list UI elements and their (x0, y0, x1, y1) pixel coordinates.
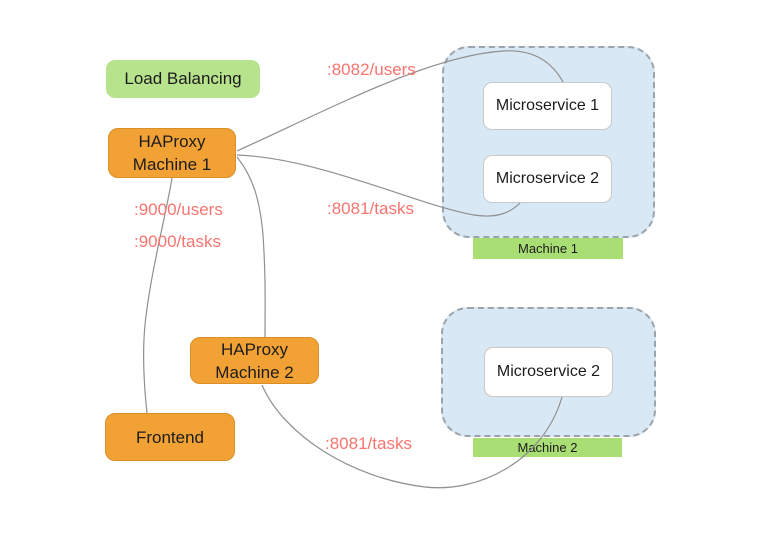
edge-label-8081-tasks-bottom: :8081/tasks (325, 434, 412, 453)
machine-2-name: Machine 2 (517, 440, 578, 455)
machine-1-label-bar: Machine 1 (473, 238, 623, 259)
edge-label-8082-users: :8082/users (327, 60, 416, 79)
edge-label-9000-tasks: :9000/tasks (134, 232, 221, 251)
node-frontend: Frontend (105, 413, 235, 461)
node-haproxy-machine-2: HAProxy Machine 2 (190, 337, 319, 384)
node-haproxy-machine-1: HAProxy Machine 1 (108, 128, 236, 178)
node-load-balancing: Load Balancing (106, 60, 260, 98)
node-microservice-2-machine-1: Microservice 2 (483, 155, 612, 203)
node-microservice-1-machine-1: Microservice 1 (483, 82, 612, 130)
machine-1-name: Machine 1 (518, 241, 578, 256)
edge-label-8081-tasks-top: :8081/tasks (327, 199, 414, 218)
machine-1-container (442, 46, 655, 238)
node-microservice-2-machine-2: Microservice 2 (484, 347, 613, 397)
edge-haproxy1-to-haproxy2 (236, 156, 266, 338)
machine-2-label-bar: Machine 2 (473, 438, 622, 457)
edge-label-9000-users: :9000/users (134, 200, 223, 219)
